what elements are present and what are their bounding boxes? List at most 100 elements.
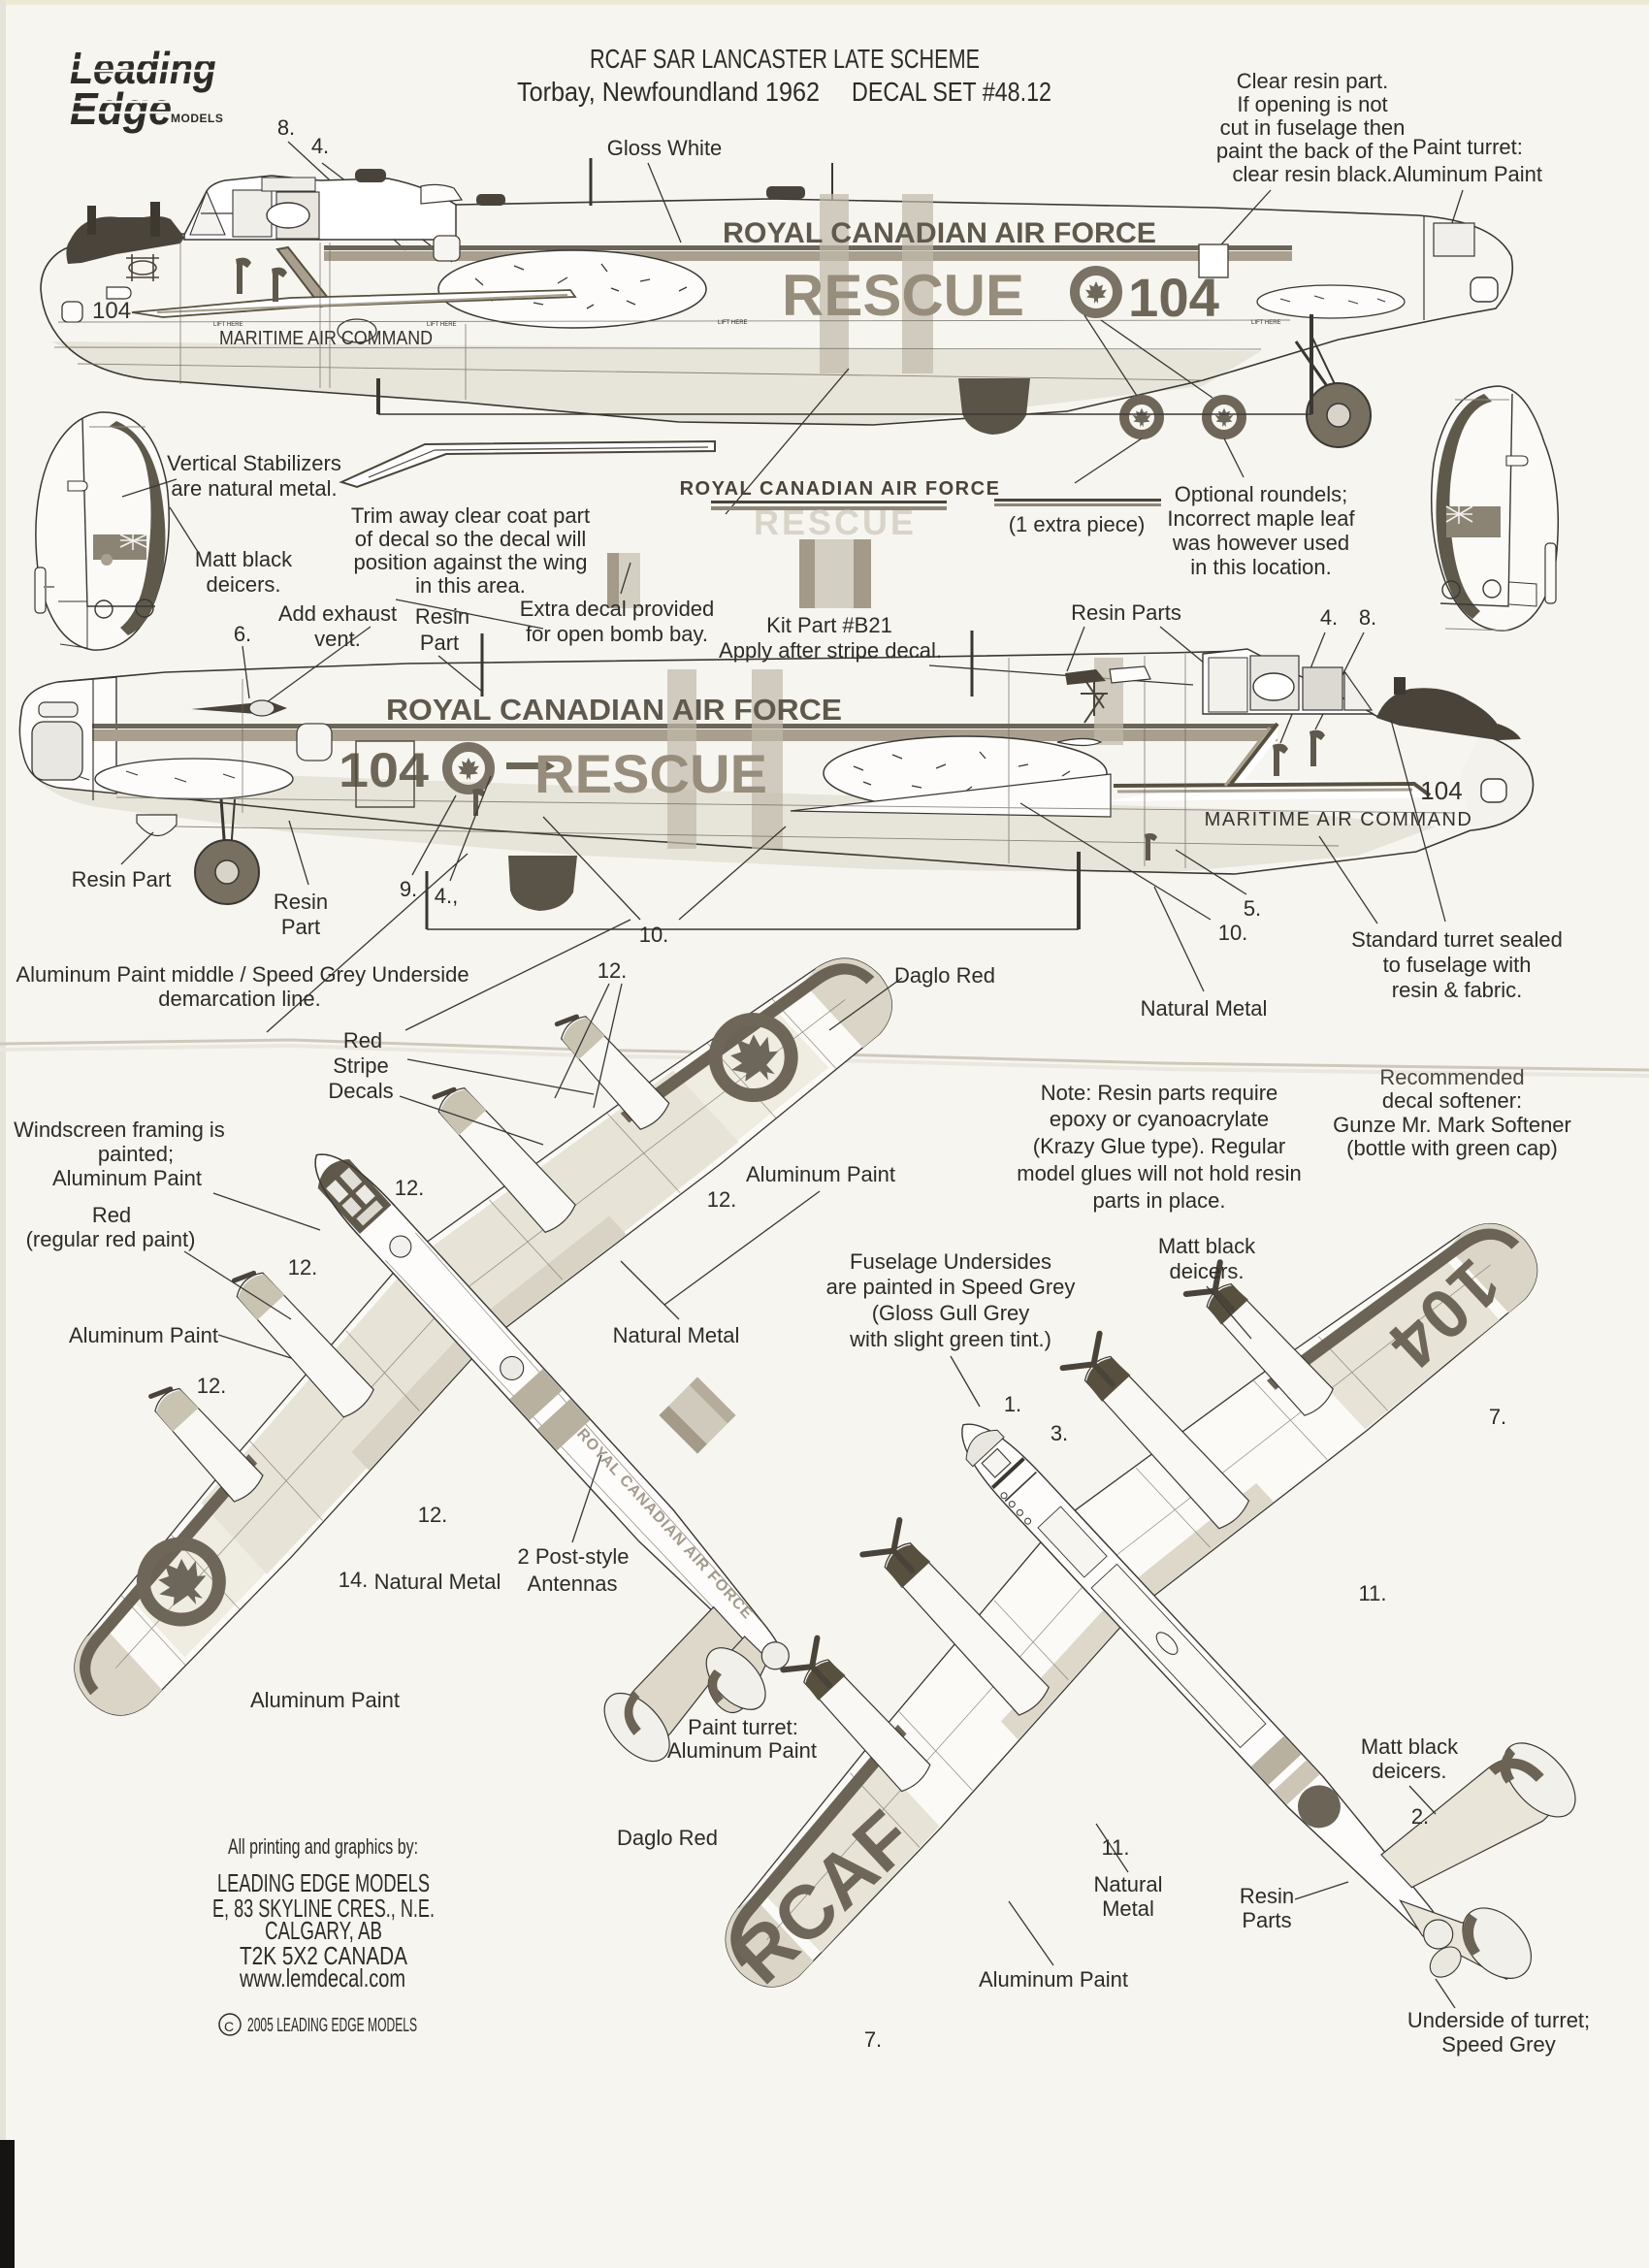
svg-text:Metal: Metal bbox=[1102, 1896, 1154, 1921]
svg-text:Stripe: Stripe bbox=[333, 1053, 388, 1078]
svg-text:Standard turret sealed: Standard turret sealed bbox=[1351, 927, 1563, 952]
svg-text:Daglo Red: Daglo Red bbox=[894, 963, 995, 988]
svg-text:Resin: Resin bbox=[274, 890, 328, 914]
svg-text:Daglo Red: Daglo Red bbox=[617, 1826, 718, 1850]
svg-text:Windscreen framing is: Windscreen framing is bbox=[14, 1118, 225, 1142]
svg-text:Torbay, Newfoundland 1962: Torbay, Newfoundland 1962 bbox=[517, 77, 820, 107]
svg-text:Resin Parts: Resin Parts bbox=[1071, 600, 1181, 625]
svg-text:C: C bbox=[224, 2019, 234, 2034]
svg-text:Red: Red bbox=[343, 1028, 382, 1053]
svg-text:Aluminum Paint middle / Speed: Aluminum Paint middle / Speed Grey Under… bbox=[16, 962, 469, 987]
svg-text:12.: 12. bbox=[288, 1255, 318, 1280]
svg-text:Vertical Stabilizers: Vertical Stabilizers bbox=[167, 451, 341, 475]
svg-text:Aluminum Paint: Aluminum Paint bbox=[52, 1166, 202, 1190]
svg-text:of decal so the decal will: of decal so the decal will bbox=[355, 527, 586, 551]
svg-text:clear resin black.: clear resin black. bbox=[1232, 162, 1392, 186]
svg-text:7.: 7. bbox=[864, 2027, 882, 2052]
svg-text:MARITIME AIR COMMAND: MARITIME AIR COMMAND bbox=[219, 328, 433, 349]
svg-text:Recommended: Recommended bbox=[1379, 1065, 1524, 1089]
svg-text:LIFT HERE: LIFT HERE bbox=[213, 322, 243, 328]
svg-text:resin & fabric.: resin & fabric. bbox=[1392, 978, 1523, 1002]
svg-text:Fuselage Undersides: Fuselage Undersides bbox=[850, 1249, 1051, 1274]
svg-text:Decals: Decals bbox=[328, 1079, 393, 1103]
svg-text:to fuselage with: to fuselage with bbox=[1383, 953, 1532, 977]
svg-text:Matt black: Matt black bbox=[1361, 1734, 1459, 1759]
svg-text:Aluminum Paint: Aluminum Paint bbox=[667, 1738, 817, 1763]
svg-text:11.: 11. bbox=[1359, 1581, 1387, 1605]
svg-text:12.: 12. bbox=[395, 1176, 425, 1200]
svg-text:Add exhaust: Add exhaust bbox=[278, 601, 397, 626]
svg-text:LIFT HERE: LIFT HERE bbox=[427, 322, 457, 328]
svg-text:Natural Metal: Natural Metal bbox=[374, 1570, 501, 1594]
svg-text:(regular red paint): (regular red paint) bbox=[26, 1227, 196, 1251]
svg-text:Natural: Natural bbox=[1094, 1872, 1163, 1896]
svg-text:2 Post-style: 2 Post-style bbox=[518, 1544, 630, 1569]
svg-text:DECAL SET #48.12: DECAL SET #48.12 bbox=[852, 77, 1051, 107]
svg-text:Clear resin part.: Clear resin part. bbox=[1237, 69, 1389, 93]
svg-text:paint the back of the: paint the back of the bbox=[1216, 139, 1408, 163]
svg-text:6.: 6. bbox=[234, 622, 251, 646]
svg-text:12.: 12. bbox=[197, 1374, 227, 1398]
svg-text:2005 LEADING EDGE MODELS: 2005 LEADING EDGE MODELS bbox=[247, 2015, 417, 2036]
svg-text:(Gloss Gull Grey: (Gloss Gull Grey bbox=[872, 1301, 1030, 1325]
svg-text:1.: 1. bbox=[1004, 1392, 1021, 1416]
svg-text:LIFT HERE: LIFT HERE bbox=[1251, 320, 1281, 326]
svg-text:Resin: Resin bbox=[415, 604, 469, 629]
svg-text:Matt black: Matt black bbox=[1158, 1234, 1256, 1258]
svg-text:10.: 10. bbox=[1218, 921, 1248, 945]
svg-text:Gloss White: Gloss White bbox=[607, 136, 723, 160]
svg-text:104: 104 bbox=[339, 743, 429, 797]
svg-text:Aluminum Paint: Aluminum Paint bbox=[250, 1688, 400, 1712]
svg-text:parts in place.: parts in place. bbox=[1093, 1188, 1226, 1213]
svg-text:8.: 8. bbox=[277, 115, 295, 140]
svg-text:ROYAL CANADIAN AIR FORCE: ROYAL CANADIAN AIR FORCE bbox=[723, 217, 1156, 249]
svg-text:104: 104 bbox=[1420, 776, 1462, 805]
svg-text:3.: 3. bbox=[1051, 1421, 1068, 1445]
svg-text:Part: Part bbox=[281, 915, 320, 939]
svg-text:Leading: Leading bbox=[70, 43, 216, 93]
svg-text:4.,: 4., bbox=[435, 884, 458, 908]
svg-text:Red: Red bbox=[92, 1203, 131, 1227]
svg-text:was however used: was however used bbox=[1172, 531, 1349, 555]
svg-text:model glues will not hold resi: model glues will not hold resin bbox=[1017, 1161, 1302, 1185]
svg-text:in this area.: in this area. bbox=[415, 573, 526, 598]
svg-text:Note: Resin parts require: Note: Resin parts require bbox=[1041, 1081, 1278, 1105]
svg-text:deicers.: deicers. bbox=[1169, 1259, 1244, 1283]
svg-text:12.: 12. bbox=[598, 958, 628, 983]
svg-text:Paint turret:: Paint turret: bbox=[688, 1715, 798, 1739]
svg-text:RESCUE: RESCUE bbox=[754, 502, 917, 542]
svg-text:T2K 5X2 CANADA: T2K 5X2 CANADA bbox=[240, 1941, 408, 1970]
svg-text:LEADING EDGE MODELS: LEADING EDGE MODELS bbox=[217, 1868, 430, 1897]
svg-text:Gunze Mr. Mark Softener: Gunze Mr. Mark Softener bbox=[1333, 1113, 1571, 1137]
svg-text:5.: 5. bbox=[1244, 896, 1261, 921]
svg-text:decal softener:: decal softener: bbox=[1382, 1088, 1522, 1113]
svg-text:Matt black: Matt black bbox=[195, 547, 293, 571]
svg-text:for open bomb bay.: for open bomb bay. bbox=[526, 622, 708, 646]
svg-text:10.: 10. bbox=[639, 923, 669, 947]
svg-text:epoxy or cyanoacrylate: epoxy or cyanoacrylate bbox=[1050, 1107, 1269, 1131]
svg-text:7.: 7. bbox=[1489, 1405, 1506, 1429]
svg-text:in this location.: in this location. bbox=[1190, 555, 1332, 579]
svg-text:(Krazy Glue type). Regular: (Krazy Glue type). Regular bbox=[1033, 1134, 1285, 1158]
svg-text:are painted in Speed Grey: are painted in Speed Grey bbox=[826, 1275, 1076, 1299]
svg-text:MODELS: MODELS bbox=[171, 112, 223, 125]
svg-text:deicers.: deicers. bbox=[1372, 1759, 1446, 1783]
svg-text:Incorrect maple leaf: Incorrect maple leaf bbox=[1167, 506, 1355, 531]
svg-text:Optional roundels;: Optional roundels; bbox=[1175, 482, 1348, 506]
svg-text:ROYAL CANADIAN AIR FORCE: ROYAL CANADIAN AIR FORCE bbox=[680, 478, 1001, 500]
svg-text:104: 104 bbox=[1128, 267, 1219, 328]
svg-text:Natural Metal: Natural Metal bbox=[1141, 996, 1268, 1021]
svg-text:cut in fuselage then: cut in fuselage then bbox=[1220, 115, 1406, 140]
svg-text:are natural metal.: are natural metal. bbox=[171, 476, 337, 501]
svg-text:Kit Part #B21: Kit Part #B21 bbox=[766, 613, 892, 637]
svg-text:RESCUE: RESCUE bbox=[534, 743, 767, 804]
svg-text:with slight green tint.): with slight green tint.) bbox=[849, 1327, 1051, 1351]
svg-text:12.: 12. bbox=[707, 1187, 737, 1212]
svg-text:CALGARY, AB: CALGARY, AB bbox=[265, 1916, 382, 1945]
svg-text:MARITIME AIR COMMAND: MARITIME AIR COMMAND bbox=[1205, 809, 1473, 830]
svg-text:If opening is not: If opening is not bbox=[1237, 92, 1387, 116]
svg-text:position against the wing: position against the wing bbox=[354, 550, 588, 574]
svg-text:Paint turret:: Paint turret: bbox=[1412, 135, 1523, 159]
svg-text:Antennas: Antennas bbox=[528, 1571, 618, 1596]
svg-text:ROYAL CANADIAN AIR FORCE: ROYAL CANADIAN AIR FORCE bbox=[386, 693, 842, 727]
